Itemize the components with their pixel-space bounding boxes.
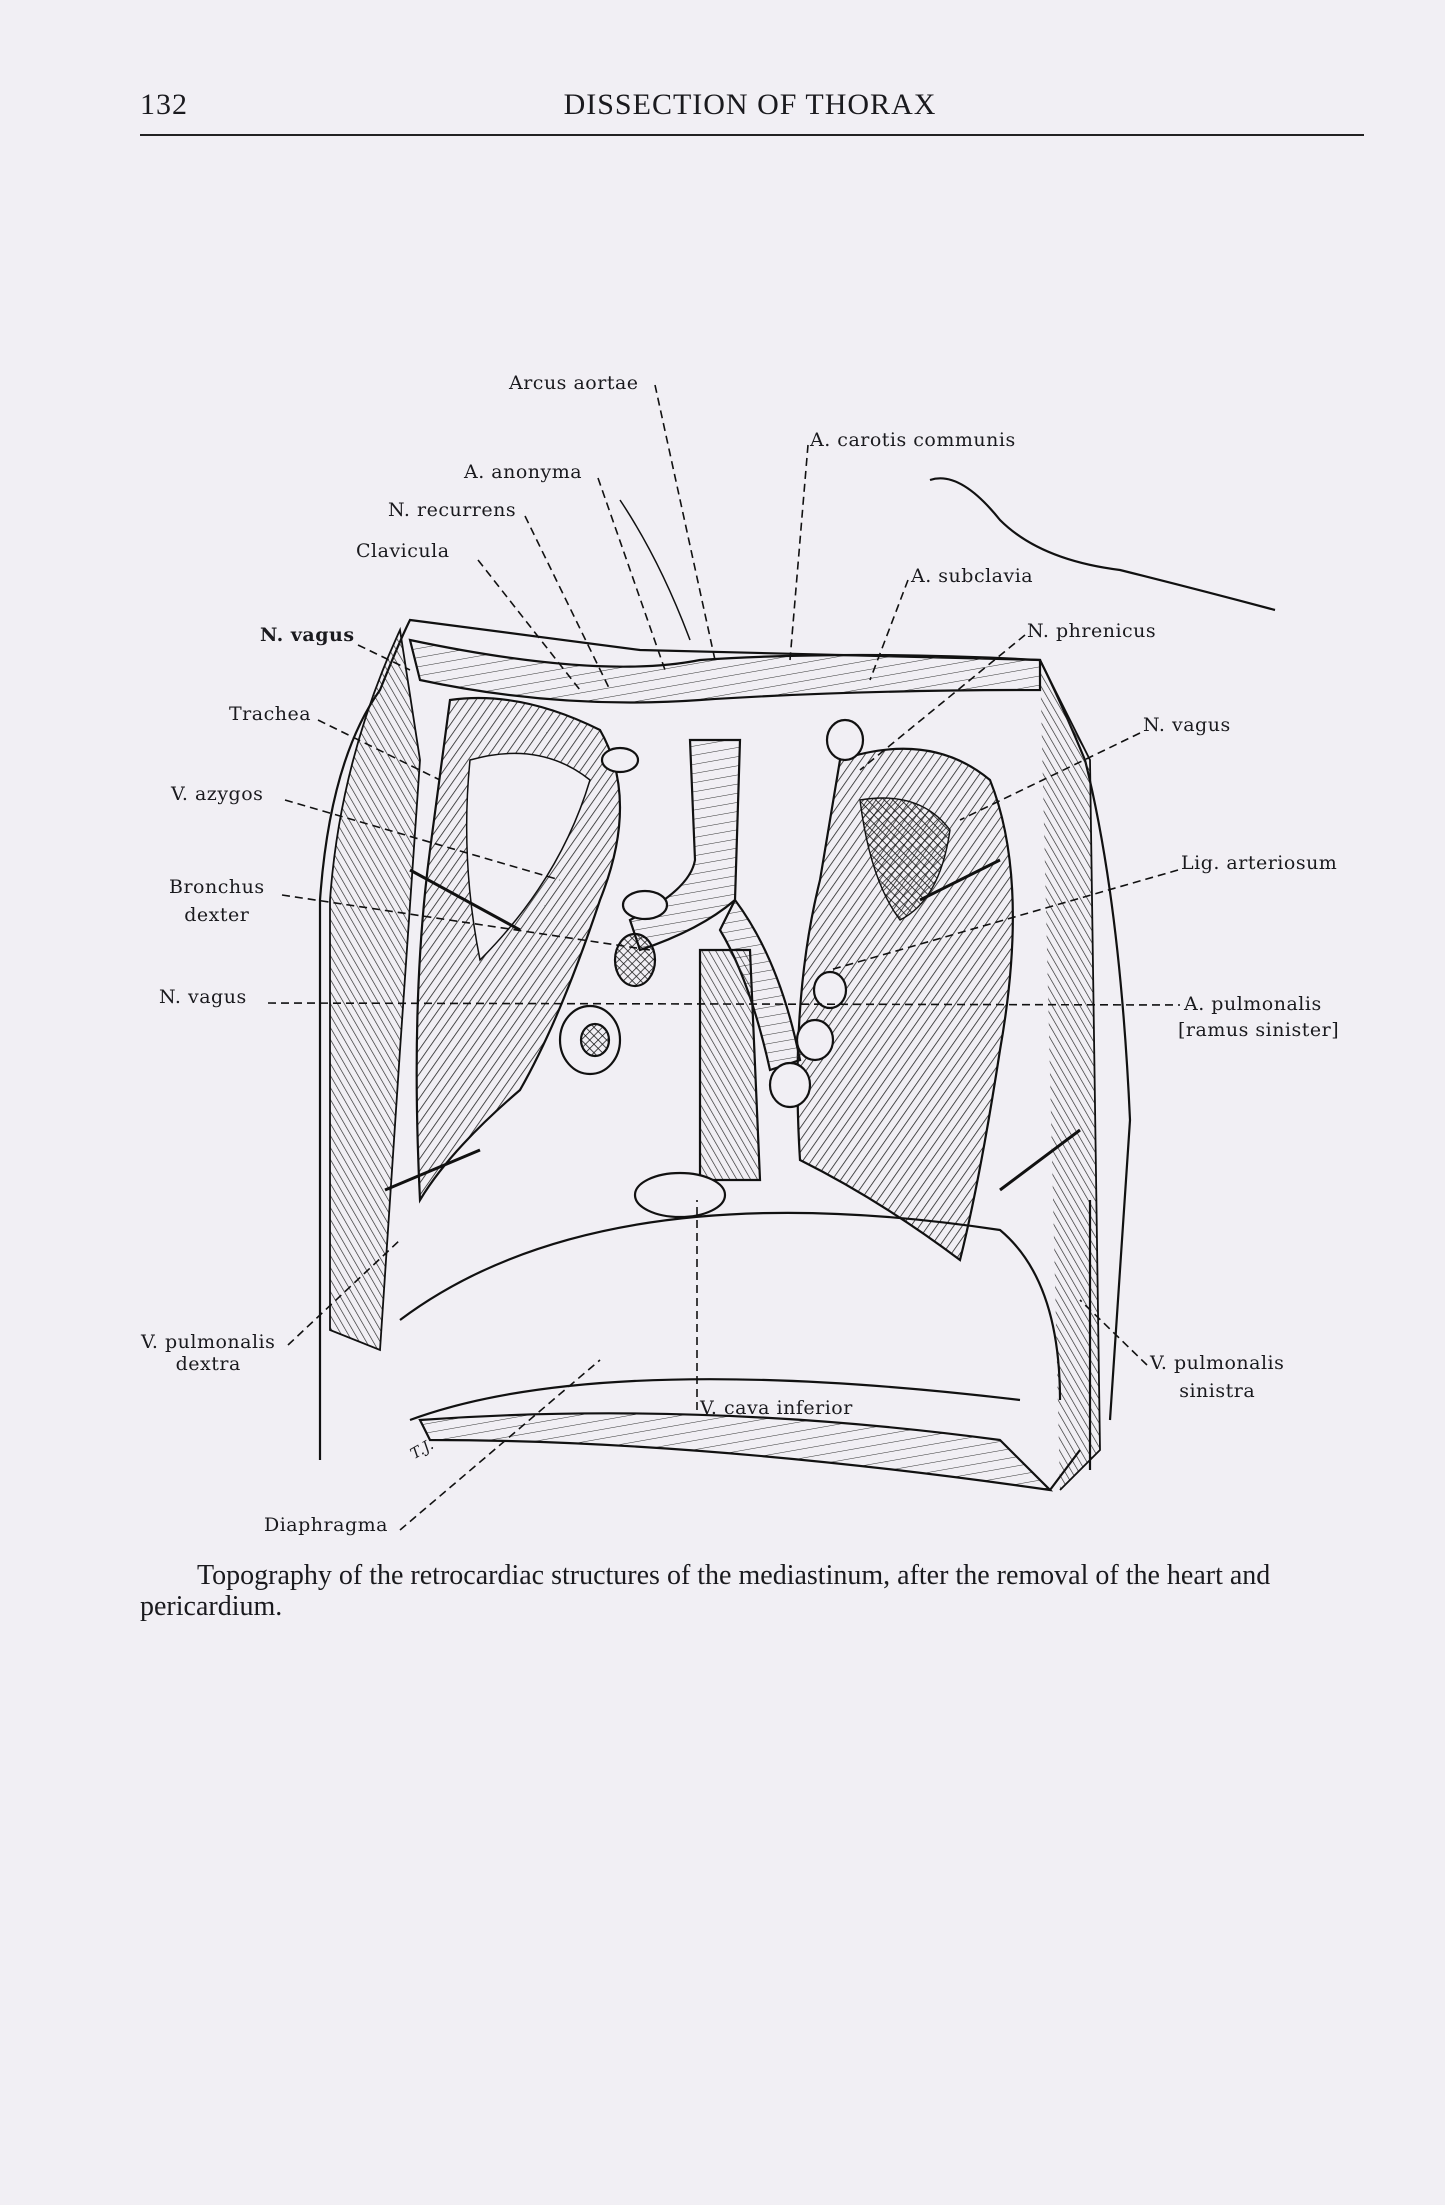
label-lig-arteriosum: Lig. arteriosum [1181,852,1338,874]
label-vps-line2: sinistra [1179,1380,1256,1402]
label-arcus-aortae: Arcus aortae [509,372,639,394]
label-ap-line1: A. pulmonalis [1184,993,1322,1015]
label-vps-line1: V. pulmonalis [1150,1352,1285,1374]
label-a-subclavia: A. subclavia [911,565,1034,587]
label-bronchus-dexter: Bronchus dexter [169,876,265,926]
label-vpd-line1: V. pulmonalis [141,1331,276,1353]
figure-caption: Topography of the retrocardiac structure… [140,1560,1271,1622]
label-n-phrenicus: N. phrenicus [1027,620,1157,642]
label-bronchus-line1: Bronchus [169,876,265,898]
label-a-pulmonalis: A. pulmonalis [ramus sinister] [1178,993,1339,1041]
label-vpd-line2: dextra [175,1353,241,1375]
label-n-vagus-left: N. vagus [159,986,247,1008]
header-rule [140,134,1364,136]
label-a-carotis-communis: A. carotis communis [810,429,1016,451]
label-ap-line2: [ramus sinister] [1178,1019,1340,1041]
label-clavicula: Clavicula [356,540,450,562]
label-v-pulmonalis-sinistra: V. pulmonalis sinistra [1150,1352,1284,1402]
page-number: 132 [140,88,188,121]
label-n-vagus-top-left: N. vagus [260,624,355,646]
label-trachea: Trachea [229,703,312,725]
label-v-pulmonalis-dextra: V. pulmonalis dextra [141,1331,275,1375]
label-diaphragma: Diaphragma [264,1514,388,1536]
label-a-anonyma: A. anonyma [464,461,583,483]
label-n-recurrens: N. recurrens [388,499,517,521]
running-title: DISSECTION OF THORAX [563,88,937,121]
label-v-cava-inferior: V. cava inferior [700,1397,853,1419]
label-bronchus-line2: dexter [184,904,250,926]
label-n-vagus-right: N. vagus [1143,714,1231,736]
label-v-azygos: V. azygos [171,783,264,805]
leader-lines [267,384,1181,1531]
thorax-drawing [318,477,1276,1492]
